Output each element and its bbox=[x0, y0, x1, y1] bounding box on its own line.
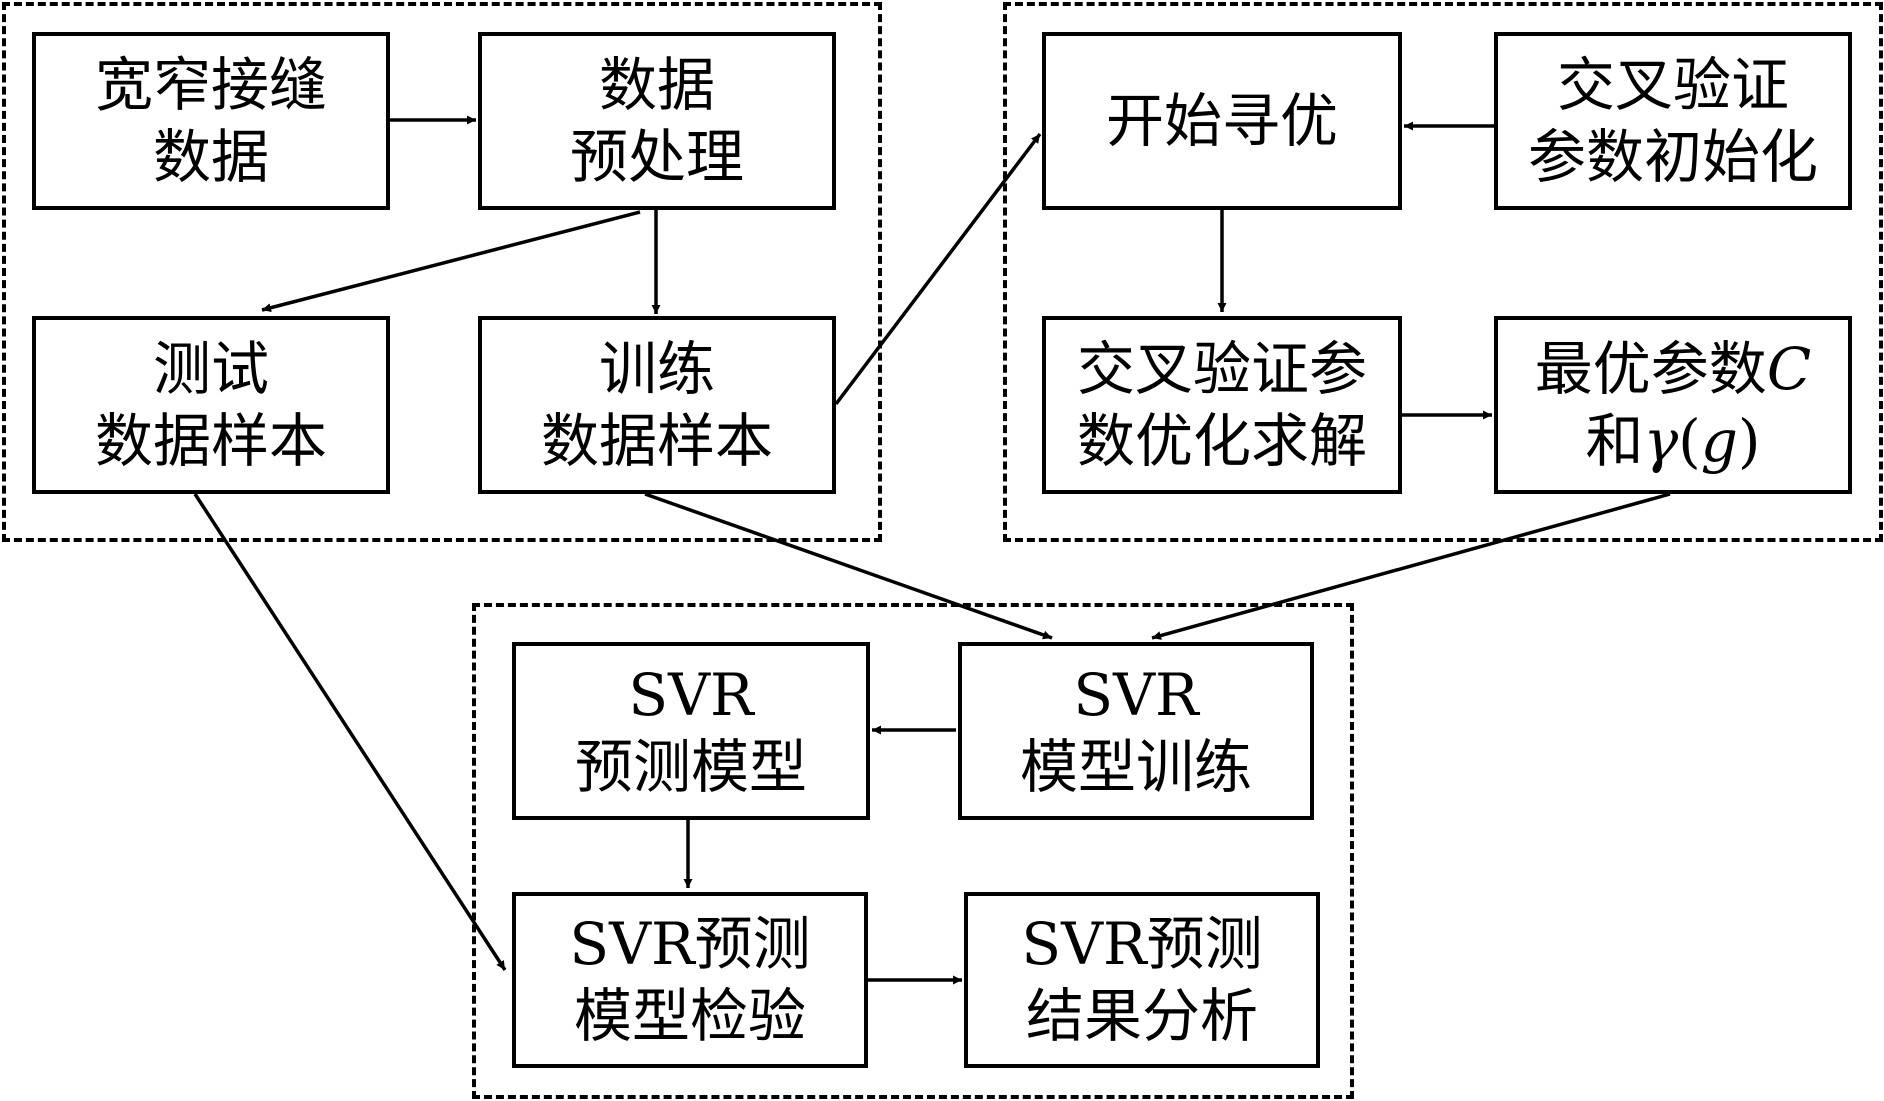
best-params-line-2: 和γ(g) bbox=[1585, 407, 1761, 475]
node-wide-gap-data: 宽窄接缝 数据 bbox=[32, 32, 390, 210]
group-data-preparation bbox=[2, 2, 882, 542]
node-svr-model-training: SVR 模型训练 bbox=[958, 642, 1314, 820]
node-start-optimization: 开始寻优 bbox=[1042, 32, 1402, 210]
node-test-samples: 测试 数据样本 bbox=[32, 316, 390, 494]
node-data-preprocessing: 数据 预处理 bbox=[478, 32, 836, 210]
node-svr-model-check: SVR预测 模型检验 bbox=[512, 892, 868, 1068]
node-best-params: 最优参数C 和γ(g) bbox=[1494, 316, 1852, 494]
arrow-preprocess-to-test bbox=[261, 210, 641, 313]
node-training-samples: 训练 数据样本 bbox=[478, 316, 836, 494]
arrow-train-to-start-opt bbox=[834, 132, 1042, 406]
group-svr-modeling bbox=[472, 603, 1354, 1099]
node-cv-param-solve: 交叉验证参 数优化求解 bbox=[1042, 316, 1402, 494]
node-svr-prediction-model: SVR 预测模型 bbox=[512, 642, 870, 820]
node-cv-param-init: 交叉验证 参数初始化 bbox=[1494, 32, 1852, 210]
arrow-test-to-check bbox=[193, 493, 507, 971]
node-svr-result-analysis: SVR预测 结果分析 bbox=[964, 892, 1320, 1068]
arrow-train-to-svr-train bbox=[644, 492, 1053, 640]
group-parameter-optimization bbox=[1003, 2, 1883, 542]
arrow-best-to-svr-train bbox=[1151, 492, 1671, 640]
best-params-line-1: 最优参数C bbox=[1534, 335, 1812, 403]
